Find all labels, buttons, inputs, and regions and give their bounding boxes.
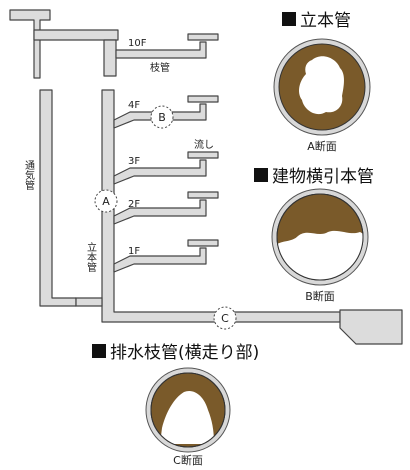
floor-label-4f: 4F	[128, 100, 140, 111]
floor-label-1f: 1F	[128, 246, 140, 257]
marker-a-label: A	[102, 195, 110, 208]
marker-a: A	[94, 189, 118, 213]
section-b-caption: B断面	[305, 289, 335, 303]
heading-branch-drain: 排水枝管(横走り部)	[92, 343, 259, 363]
section-a-opening	[299, 56, 344, 115]
fixture-3f	[187, 151, 219, 159]
section-a-caption: A断面	[307, 139, 337, 153]
branch-1f	[113, 247, 207, 273]
heading-building-main-text: 建物横引本管	[272, 167, 374, 187]
sink-label: 流し	[194, 138, 214, 151]
vent-stack-link	[75, 297, 103, 307]
fixture-4f	[187, 95, 219, 103]
fixture-1f	[187, 239, 219, 247]
branch-3f	[113, 159, 207, 185]
branch-pipe-label: 枝管	[150, 61, 170, 74]
fixture-2f	[187, 191, 219, 199]
top-stack-drop	[103, 39, 117, 77]
cross-section-b: B断面	[271, 188, 369, 303]
cross-section-c: C断面	[145, 367, 231, 467]
vent-pipe	[39, 89, 77, 307]
branch-10f	[115, 41, 207, 59]
section-c-caption: C断面	[173, 453, 203, 467]
floor-label-3f: 3F	[128, 156, 140, 167]
heading-vertical-pipe-text: 立本管	[300, 11, 351, 31]
pipe-network	[9, 9, 403, 345]
marker-c-label: C	[221, 312, 229, 325]
heading-building-main: 建物横引本管	[254, 167, 374, 187]
cross-section-a: A断面	[273, 38, 371, 153]
fixture-10f	[187, 33, 219, 41]
heading-branch-drain-text: 排水枝管(横走り部)	[110, 343, 259, 363]
top-stack-connector	[33, 29, 119, 41]
floor-label-10f: 10F	[128, 38, 147, 49]
marker-b: B	[150, 105, 174, 129]
roof-vent-pipe	[9, 9, 51, 79]
marker-b-label: B	[158, 111, 166, 124]
marker-c: C	[213, 306, 237, 330]
building-main-outlet	[339, 309, 403, 345]
floor-label-2f: 2F	[128, 199, 140, 210]
vent-pipe-label: 通気管	[23, 160, 35, 191]
branch-2f	[113, 199, 207, 225]
vertical-pipe-label: 立本管	[85, 241, 97, 273]
heading-vertical-pipe: 立本管	[282, 11, 351, 31]
section-c-opening	[160, 390, 214, 444]
